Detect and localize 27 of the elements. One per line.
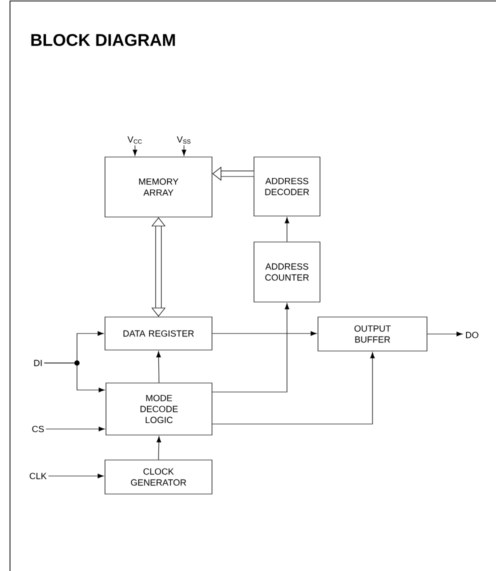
arrow xyxy=(427,332,463,336)
arrow xyxy=(44,362,105,392)
signal-name: DO xyxy=(466,332,478,338)
arrow xyxy=(46,426,105,432)
signal-name: CLK xyxy=(30,472,47,480)
arrow xyxy=(156,351,161,383)
bus-arrow xyxy=(212,166,254,181)
arrow xyxy=(156,436,162,460)
block-box: MEMORY ARRAY xyxy=(104,156,212,218)
signal-name: V$_{SS}$ xyxy=(176,136,190,144)
arrow xyxy=(284,217,290,242)
block-box: MODE DECODE LOGIC xyxy=(106,382,212,436)
block-box: CLOCK GENERATOR xyxy=(104,460,212,494)
block-box: ADDRESS COUNTER xyxy=(254,242,320,302)
block-box: ADDRESS DECODER xyxy=(254,156,320,216)
arrow xyxy=(182,145,186,156)
signal-name: CS xyxy=(32,426,44,432)
arrow xyxy=(212,331,317,336)
block-box: DATA REGISTER xyxy=(104,316,212,350)
signal-name: DI xyxy=(34,360,42,366)
block-box: OUTPUT BUFFER xyxy=(318,316,428,352)
title: BLOCK DIAGRAM xyxy=(31,34,175,46)
arrow xyxy=(212,303,290,392)
arrow xyxy=(48,474,104,478)
signal-name: V$_{CC}$ xyxy=(128,136,142,144)
arrow xyxy=(212,352,375,424)
arrow xyxy=(132,145,138,156)
